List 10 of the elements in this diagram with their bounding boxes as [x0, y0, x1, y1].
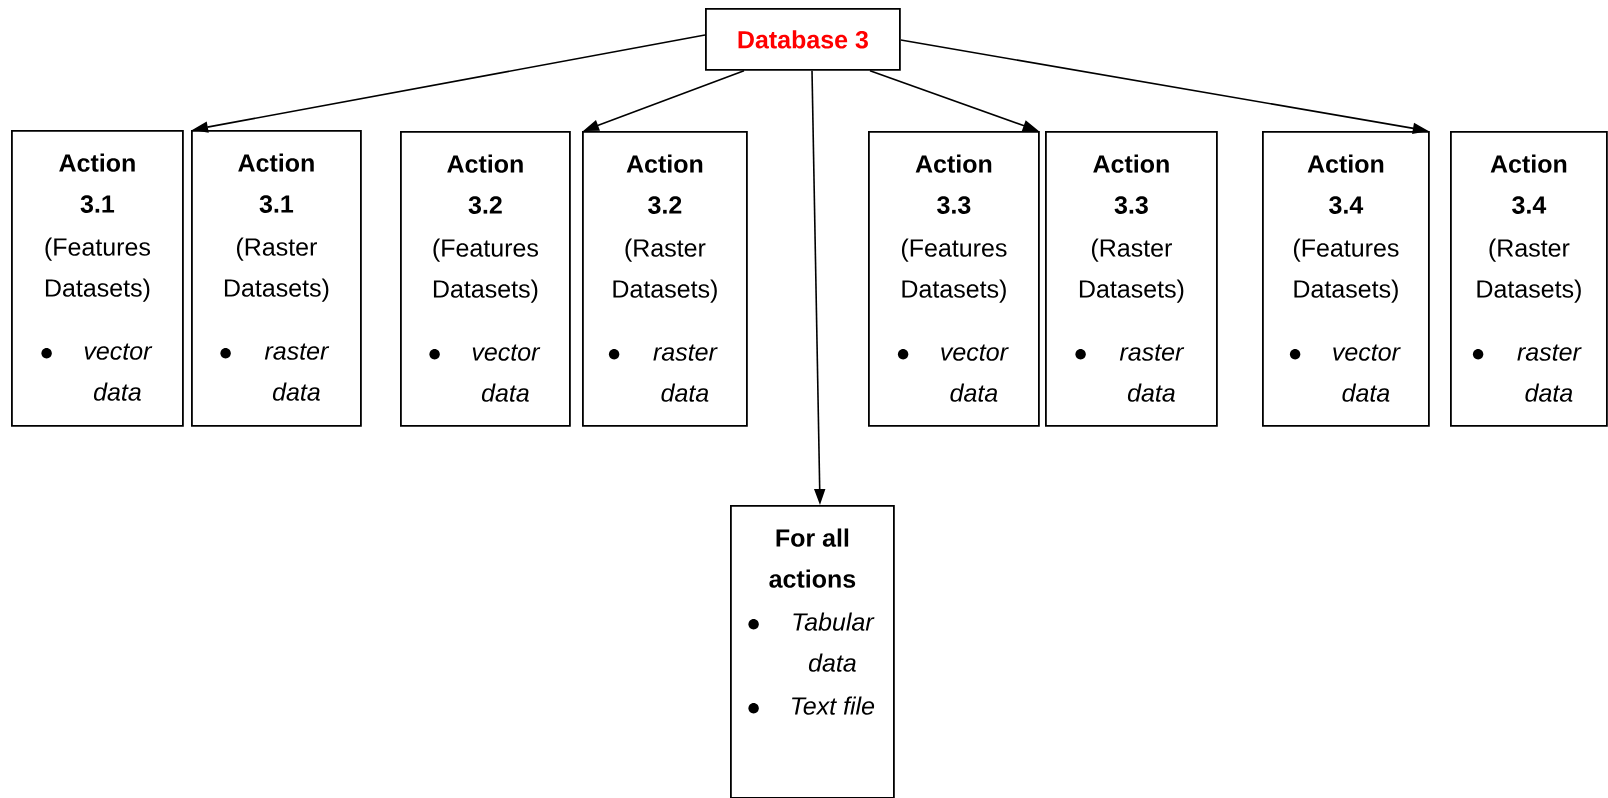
summary-box: For all actions Tabular data Text file	[730, 505, 895, 798]
action-box: Action 3.2 (Raster Datasets) raster data	[582, 131, 748, 427]
action-box: Action 3.1 (Raster Datasets) raster data	[191, 130, 362, 427]
action-box: Action 3.4 (Features Datasets) vector data	[1262, 131, 1430, 427]
action-box: Action 3.2 (Features Datasets) vector data	[400, 131, 571, 427]
database-box: Database 3	[705, 8, 901, 71]
action-box: Action 3.3 (Raster Datasets) raster data	[1045, 131, 1218, 427]
action-box: Action 3.3 (Features Datasets) vector data	[868, 131, 1040, 427]
action-box: Action 3.1 (Features Datasets) vector data	[11, 130, 184, 427]
action-box: Action 3.4 (Raster Datasets) raster data	[1450, 131, 1608, 427]
